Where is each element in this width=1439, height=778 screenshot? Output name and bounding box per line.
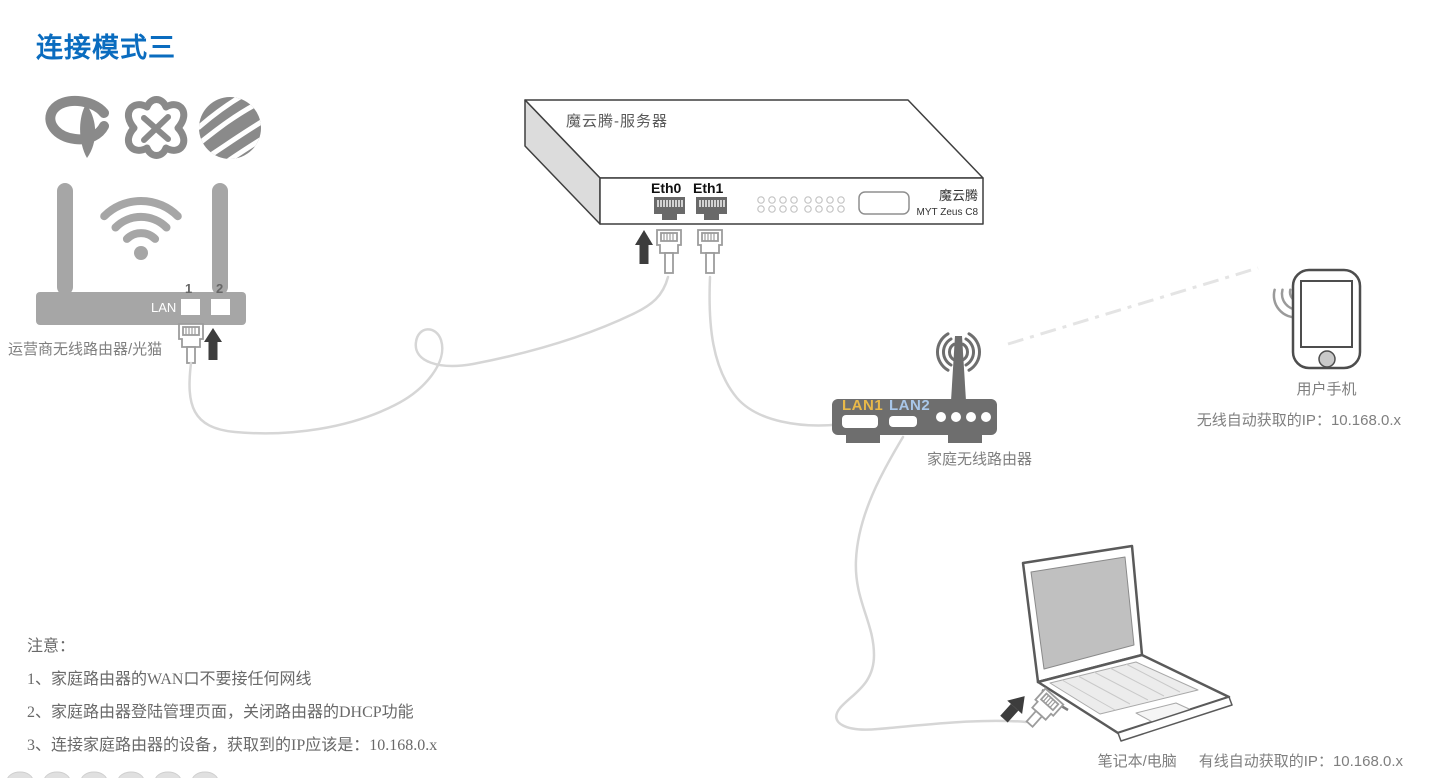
isp-lan-port-2 xyxy=(211,299,230,315)
arrow-up-icon xyxy=(204,328,222,360)
home-router-leds xyxy=(936,412,991,422)
china-unicom-icon xyxy=(125,96,188,159)
isp-router xyxy=(36,183,246,325)
laptop-plug-icon xyxy=(1025,687,1065,729)
note-item-2: 2、家庭路由器登陆管理页面，关闭路由器的DHCP功能 xyxy=(27,704,414,721)
laptop-ip-text: 有线自动获取的IP：10.168.0.x xyxy=(1198,753,1403,770)
lan1-label: LAN1 xyxy=(842,397,884,414)
server-display-panel xyxy=(858,191,910,215)
laptop-label: 笔记本/电脑 xyxy=(1097,753,1177,770)
arrow-up-icon xyxy=(635,230,653,264)
phone-ip-text: 无线自动获取的IP：10.168.0.x xyxy=(1196,412,1401,429)
antenna-right xyxy=(212,183,228,295)
lan1-port xyxy=(842,415,878,428)
server-brand: 魔云腾 xyxy=(938,188,978,203)
isp-port2-number: 2 xyxy=(216,281,224,296)
eth1-label: Eth1 xyxy=(693,180,724,196)
cable-server-to-homerouter xyxy=(708,275,845,427)
isp-port1-number: 1 xyxy=(185,281,193,296)
arrow-up-right-icon xyxy=(1000,696,1025,723)
lan2-port xyxy=(889,416,917,427)
antenna-waves-icon xyxy=(935,332,982,372)
laptop-icon xyxy=(1021,544,1233,742)
home-router xyxy=(832,332,997,443)
notes-block: 注意： 1、家庭路由器的WAN口不要接任何网线 2、家庭路由器登陆管理页面，关闭… xyxy=(27,630,437,762)
lan2-label: LAN2 xyxy=(889,397,931,414)
bottom-cropped-dots xyxy=(7,771,218,778)
antenna-left xyxy=(57,183,73,295)
phone-home-button xyxy=(1318,350,1336,368)
isp-plug-icon xyxy=(178,323,204,364)
cable-homerouter-to-laptop xyxy=(835,435,1028,731)
isp-lan-label: LAN xyxy=(151,300,177,315)
page-title: 连接模式三 xyxy=(36,33,176,63)
server-led-indicators xyxy=(757,196,845,213)
server-model: MYT Zeus C8 xyxy=(916,207,979,218)
home-router-label: 家庭无线路由器 xyxy=(927,451,1033,468)
china-telecom-icon xyxy=(45,95,109,158)
server-eth1-port-icon xyxy=(696,197,727,220)
cable-isp-to-server xyxy=(188,275,670,435)
china-mobile-icon xyxy=(199,97,261,159)
note-item-1: 1、家庭路由器的WAN口不要接任何网线 xyxy=(27,671,312,688)
server-top-label: 魔云腾-服务器 xyxy=(566,113,668,130)
isp-lan-port-1 xyxy=(181,299,200,315)
eth0-label: Eth0 xyxy=(651,180,682,196)
note-item-3: 3、连接家庭路由器的设备，获取到的IP应该是：10.168.0.x xyxy=(27,737,438,754)
wifi-icon xyxy=(100,196,182,260)
ethernet-cables xyxy=(188,275,1028,731)
isp-router-label: 运营商无线路由器/光猫 xyxy=(8,341,163,358)
laptop-caption: 笔记本/电脑 有线自动获取的IP：10.168.0.x xyxy=(1098,750,1403,771)
antenna xyxy=(951,336,966,401)
notes-heading: 注意： xyxy=(27,638,76,655)
server-eth0-port-icon xyxy=(654,197,685,220)
phone-icon xyxy=(1272,268,1362,370)
server-plug-eth0-icon xyxy=(656,229,682,274)
phone-label: 用户手机 xyxy=(1296,381,1357,398)
server-plug-eth1-icon xyxy=(697,229,723,274)
wireless-link xyxy=(1007,266,1259,346)
